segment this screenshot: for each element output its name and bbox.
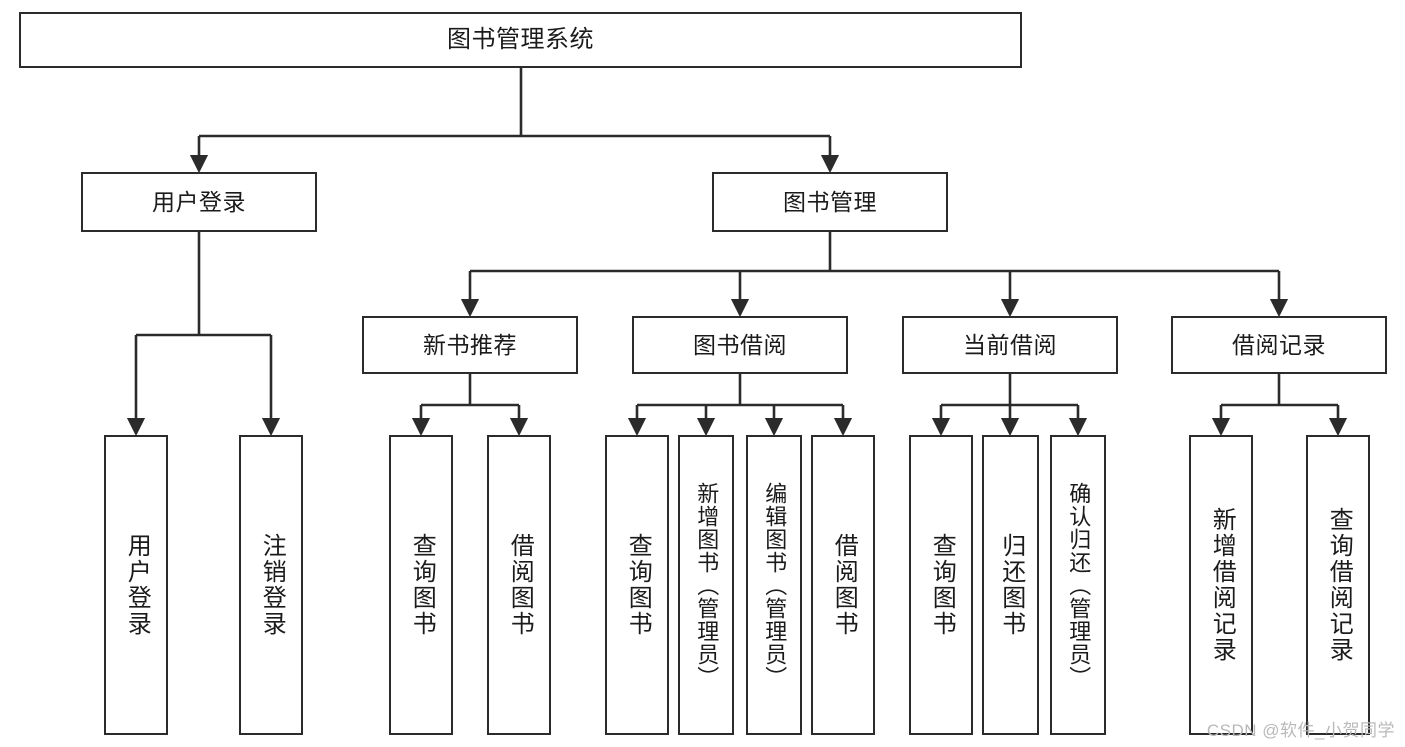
leaf-book-borrow-add-book-admin[interactable]: 新增图书（管理员） xyxy=(678,435,734,735)
node-label: 新增借阅记录 xyxy=(1208,507,1236,663)
leaf-current-borrow-confirm-return-admin[interactable]: 确认归还（管理员） xyxy=(1050,435,1106,735)
node-label: 注销登录 xyxy=(258,533,286,637)
node-label: 用户登录 xyxy=(152,188,246,215)
leaf-user-login-login[interactable]: 用户登录 xyxy=(104,435,168,735)
node-book-borrow[interactable]: 图书借阅 xyxy=(632,316,848,374)
node-label: 查询图书 xyxy=(928,533,956,637)
node-label: 归还图书 xyxy=(997,533,1025,637)
node-current-borrow[interactable]: 当前借阅 xyxy=(902,316,1118,374)
leaf-borrow-record-query-record[interactable]: 查询借阅记录 xyxy=(1306,435,1370,735)
node-label: 借阅图书 xyxy=(506,533,534,637)
node-label: 编辑图书（管理员） xyxy=(762,481,788,689)
node-user-login[interactable]: 用户登录 xyxy=(81,172,317,232)
node-label: 查询图书 xyxy=(624,533,652,637)
node-label: 图书借阅 xyxy=(693,331,787,358)
node-book-management[interactable]: 图书管理 xyxy=(712,172,948,232)
leaf-new-book-borrow-book[interactable]: 借阅图书 xyxy=(487,435,551,735)
node-new-book-recommend[interactable]: 新书推荐 xyxy=(362,316,578,374)
leaf-user-login-logout[interactable]: 注销登录 xyxy=(239,435,303,735)
leaf-book-borrow-borrow-book[interactable]: 借阅图书 xyxy=(811,435,875,735)
leaf-borrow-record-add-record[interactable]: 新增借阅记录 xyxy=(1189,435,1253,735)
leaf-book-borrow-edit-book-admin[interactable]: 编辑图书（管理员） xyxy=(746,435,802,735)
node-label: 新书推荐 xyxy=(423,331,517,358)
node-label: 图书管理 xyxy=(783,188,877,215)
node-label: 新增图书（管理员） xyxy=(694,481,720,689)
node-label: 图书管理系统 xyxy=(447,26,594,54)
node-label: 查询借阅记录 xyxy=(1325,507,1353,663)
node-label: 借阅记录 xyxy=(1232,331,1326,358)
node-label: 查询图书 xyxy=(408,533,436,637)
node-borrow-record[interactable]: 借阅记录 xyxy=(1171,316,1387,374)
node-label: 借阅图书 xyxy=(830,533,858,637)
node-label: 当前借阅 xyxy=(963,331,1057,358)
leaf-current-borrow-return-book[interactable]: 归还图书 xyxy=(982,435,1039,735)
node-label: 用户登录 xyxy=(123,533,151,637)
watermark: CSDN @软件_小贺同学 xyxy=(1206,721,1395,740)
node-label: 确认归还（管理员） xyxy=(1066,481,1092,689)
leaf-current-borrow-query-book[interactable]: 查询图书 xyxy=(909,435,973,735)
leaf-new-book-query-book[interactable]: 查询图书 xyxy=(389,435,453,735)
leaf-book-borrow-query-book[interactable]: 查询图书 xyxy=(605,435,669,735)
node-root-book-management-system[interactable]: 图书管理系统 xyxy=(19,12,1022,68)
